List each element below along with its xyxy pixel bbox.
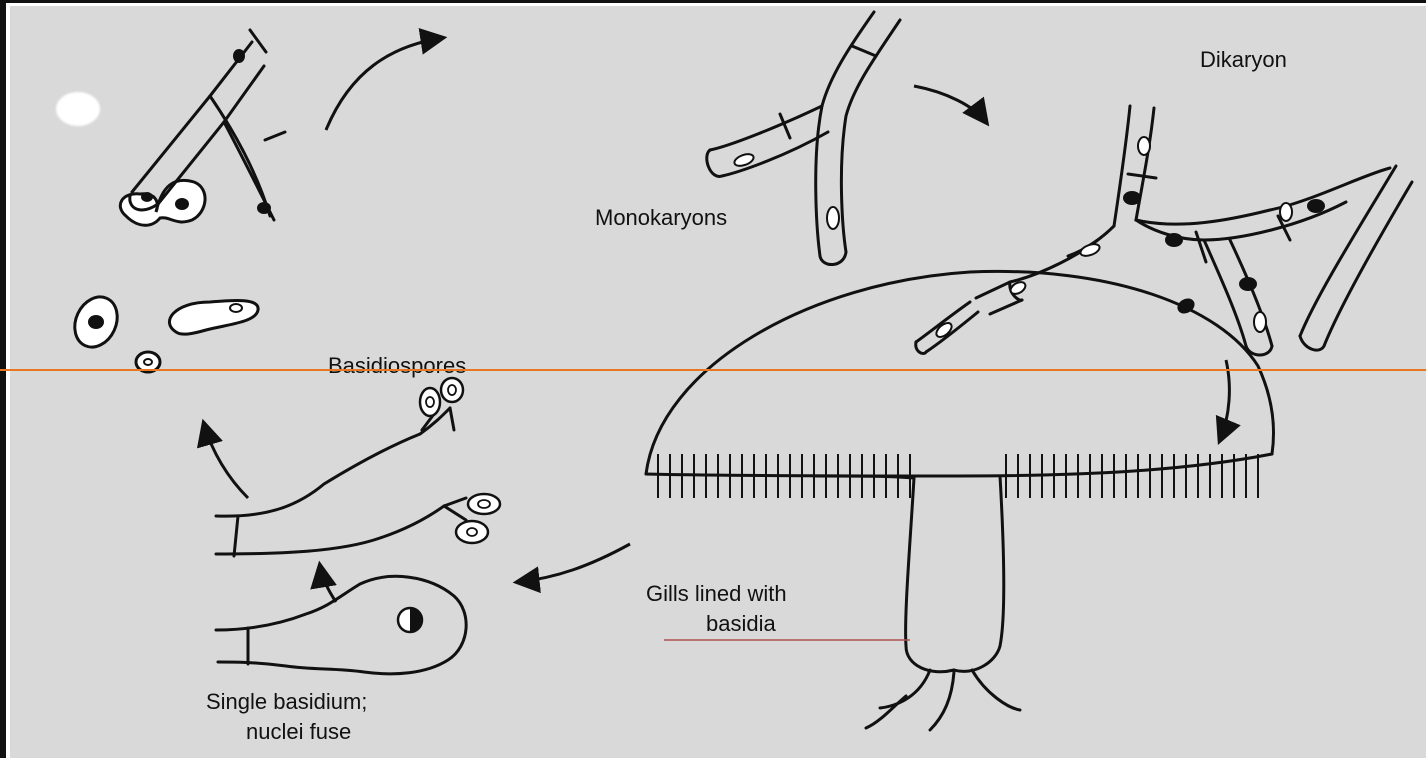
label-dikaryon: Dikaryon — [1200, 46, 1287, 74]
white-smudge — [56, 92, 100, 126]
arrow-monokaryon-to-dikaryon — [914, 86, 986, 122]
label-gills-line2: basidia — [706, 610, 776, 638]
arrow-basidium-to-spores-stage — [320, 566, 336, 602]
spores-group — [67, 180, 258, 372]
monokaryon-1 — [130, 30, 285, 220]
basidium-with-spores — [216, 408, 466, 556]
label-single-basidium-line2: nuclei fuse — [246, 718, 351, 746]
arrow-dikaryon-to-mushroom — [1220, 360, 1229, 440]
cycle-arrows — [204, 38, 1229, 602]
mushroom-stem — [906, 478, 954, 672]
arrow-gills-to-basidium — [518, 544, 630, 582]
life-cycle-diagram — [10, 6, 1426, 758]
label-gills-line1: Gills lined with — [646, 580, 787, 608]
label-monokaryons: Monokaryons — [595, 204, 727, 232]
mushroom-roots — [866, 670, 1020, 730]
fungal-life-cycle-figure: Dikaryon Monokaryons Basidiospores Gills… — [10, 6, 1426, 758]
spore-elongated — [169, 300, 258, 334]
orange-divider-line — [0, 369, 1426, 371]
dikaryon-nuclei-dark — [1123, 191, 1325, 317]
label-basidiospores: Basidiospores — [328, 352, 466, 380]
label-single-basidium-line1: Single basidium; — [206, 688, 367, 716]
mushroom — [646, 271, 1273, 730]
monokaryon-2-nuclei — [733, 152, 839, 229]
arrow-to-basidiospores — [204, 424, 248, 498]
monokaryon-2 — [707, 12, 900, 265]
mushroom-cap — [646, 271, 1273, 474]
arrow-spores-to-monokaryon — [326, 38, 442, 130]
fusing-nucleus — [398, 608, 422, 632]
single-basidium — [216, 576, 466, 673]
spore-germinating — [120, 180, 205, 225]
dikaryon-hyphae — [916, 106, 1412, 355]
